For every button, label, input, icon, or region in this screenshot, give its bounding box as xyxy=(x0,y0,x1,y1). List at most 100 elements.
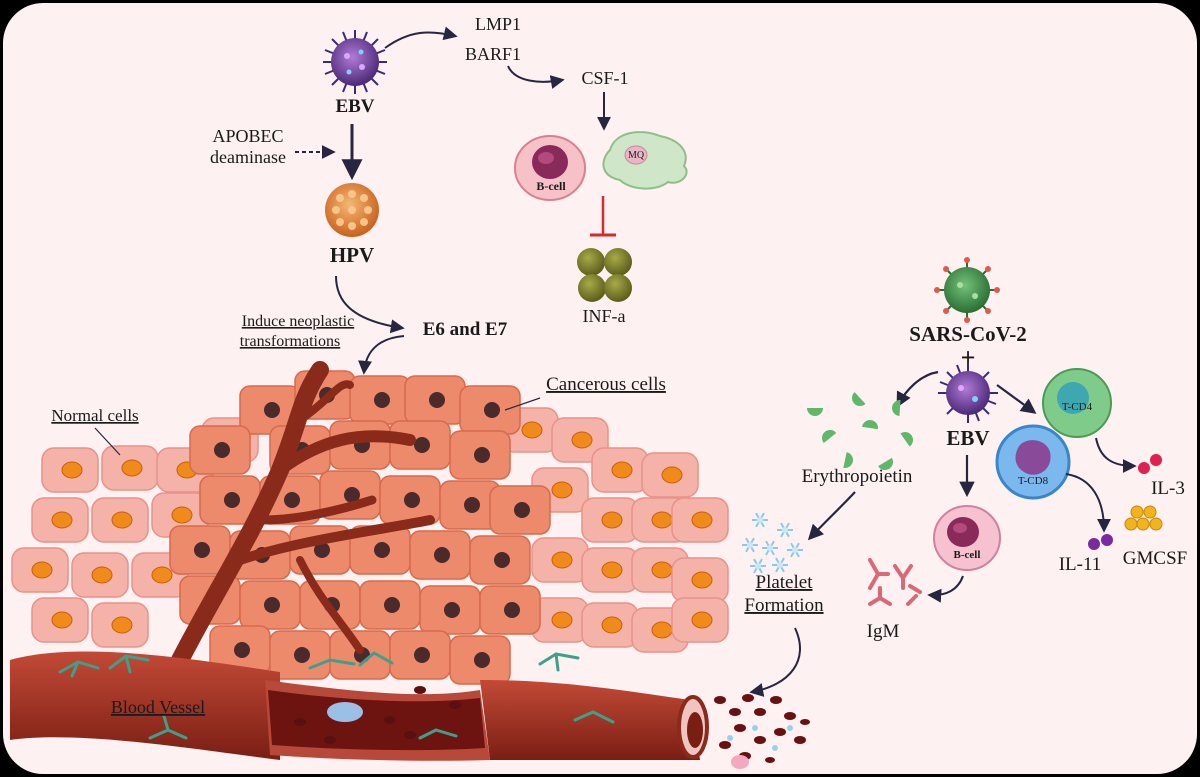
pink-cell-icon xyxy=(731,755,749,769)
normal-cell xyxy=(11,547,69,593)
normal-cell xyxy=(581,602,639,648)
infa-label: INF-a xyxy=(583,306,626,326)
cancer-cell xyxy=(404,375,466,425)
cancer-cell xyxy=(449,635,511,685)
normal-leader-line xyxy=(94,427,121,456)
platelet-label-line2: Formation xyxy=(744,595,824,616)
lmp1-label: LMP1 xyxy=(475,14,521,34)
normal-cell xyxy=(591,447,649,493)
cancer-cell xyxy=(269,630,331,680)
epo-molecule xyxy=(822,430,837,444)
platelet-star xyxy=(787,542,803,558)
arrow-platelet-to-vessel xyxy=(749,627,801,697)
e6e7-label: E6 and E7 xyxy=(423,319,508,340)
il11-molecules-icon xyxy=(1088,534,1113,550)
sars-label: SARS-CoV-2 xyxy=(909,322,1026,346)
cancer-cell xyxy=(389,420,451,470)
normal-cells-group xyxy=(11,407,729,653)
epo-molecule xyxy=(878,457,893,470)
il11-label: IL-11 xyxy=(1059,554,1102,575)
hpv-virus-icon xyxy=(325,183,379,237)
cancerous-cells-group xyxy=(169,370,551,685)
infa-molecules-icon xyxy=(577,248,632,302)
blood-vessel-label: Blood Vessel xyxy=(111,697,205,717)
cancer-cell xyxy=(439,480,501,530)
induce-label-line2: transformations xyxy=(240,333,340,350)
blood-vessel xyxy=(10,651,709,761)
cancerous-leader-line xyxy=(504,397,541,411)
macrophage-icon xyxy=(602,131,688,190)
arrow-erythropoietin-to-platelet xyxy=(807,491,856,541)
tcd4-cell-icon xyxy=(1042,368,1112,438)
platelets-spill xyxy=(727,725,793,751)
ebv-virus-icon xyxy=(323,30,387,94)
normal-cell xyxy=(91,602,149,648)
ebv-label-top: EBV xyxy=(335,96,374,117)
platelet-star xyxy=(762,540,778,556)
induce-label-line1: Induce neoplastic xyxy=(242,313,354,330)
bcell-top-icon xyxy=(514,135,586,201)
csf1-label: CSF-1 xyxy=(581,68,628,88)
platelet-star xyxy=(750,558,766,574)
epo-molecule xyxy=(900,432,913,447)
inhibition-bar xyxy=(590,196,616,237)
normal-cell xyxy=(671,597,729,643)
bcell-right-icon xyxy=(933,505,1001,571)
arrow-e6e7-to-cells xyxy=(358,335,405,375)
il3-molecules-icon xyxy=(1138,454,1162,474)
cancer-cell xyxy=(199,475,261,525)
normal-cell xyxy=(531,537,589,583)
apobec-label-line2: deaminase xyxy=(210,147,286,167)
normal-cell xyxy=(91,497,149,543)
normal-cell xyxy=(531,597,589,643)
cancer-cell xyxy=(459,385,521,435)
arrow-tcd4-to-il3 xyxy=(1095,437,1137,473)
cancer-cell xyxy=(489,485,551,535)
erythropoietin-label: Erythropoietin xyxy=(802,466,913,487)
arrow-hpv-to-e6e7 xyxy=(335,275,405,334)
normal-cell xyxy=(671,497,729,543)
normal-cell xyxy=(641,452,699,498)
cancer-cell xyxy=(189,425,251,475)
cancer-cell xyxy=(469,535,531,585)
igm-label: IgM xyxy=(867,621,900,642)
tcd8-cell-icon xyxy=(995,424,1071,500)
cancerous-label: Cancerous cells xyxy=(546,374,666,395)
epo-molecule xyxy=(843,452,853,468)
cancer-cell xyxy=(359,580,421,630)
bcell-top-label: B-cell xyxy=(536,179,566,193)
epo-molecule xyxy=(892,400,901,416)
normal-cell xyxy=(581,497,639,543)
arrow-ebv-to-tcd4 xyxy=(996,384,1037,414)
tcd4-label: T-CD4 xyxy=(1062,401,1093,413)
gmcsf-label: GMCSF xyxy=(1123,548,1187,569)
normal-cell xyxy=(31,497,89,543)
cancer-cell xyxy=(169,525,231,575)
tcd8-label: T-CD8 xyxy=(1018,475,1049,487)
mq-label: MQ xyxy=(628,150,645,161)
platelet-star xyxy=(777,522,793,538)
bcell-right-label: B-cell xyxy=(954,549,981,561)
hpv-label: HPV xyxy=(330,243,374,267)
platelet-star xyxy=(752,512,768,528)
platelets-icon xyxy=(742,512,803,574)
plus-sign: + xyxy=(961,343,976,372)
ebv-virus-icon-right xyxy=(938,363,998,423)
arrow-bcell-to-igm xyxy=(927,575,964,603)
cancer-cell xyxy=(419,585,481,635)
normal-cell xyxy=(101,445,159,491)
il3-label: IL-3 xyxy=(1151,478,1185,499)
epo-molecule xyxy=(852,392,866,406)
barf1-label: BARF1 xyxy=(465,44,521,64)
normal-cell xyxy=(71,552,129,598)
erythropoietin-molecules-icon xyxy=(807,392,913,470)
apobec-label-line1: APOBEC xyxy=(212,126,283,146)
normal-label: Normal cells xyxy=(51,406,138,425)
igm-antibodies-icon xyxy=(868,558,922,606)
arrow-ebv-to-lmp1 xyxy=(384,26,458,49)
platelet-star xyxy=(742,537,758,553)
cancer-cell xyxy=(479,585,541,635)
epo-molecule xyxy=(807,408,823,416)
normal-cell xyxy=(31,597,89,643)
